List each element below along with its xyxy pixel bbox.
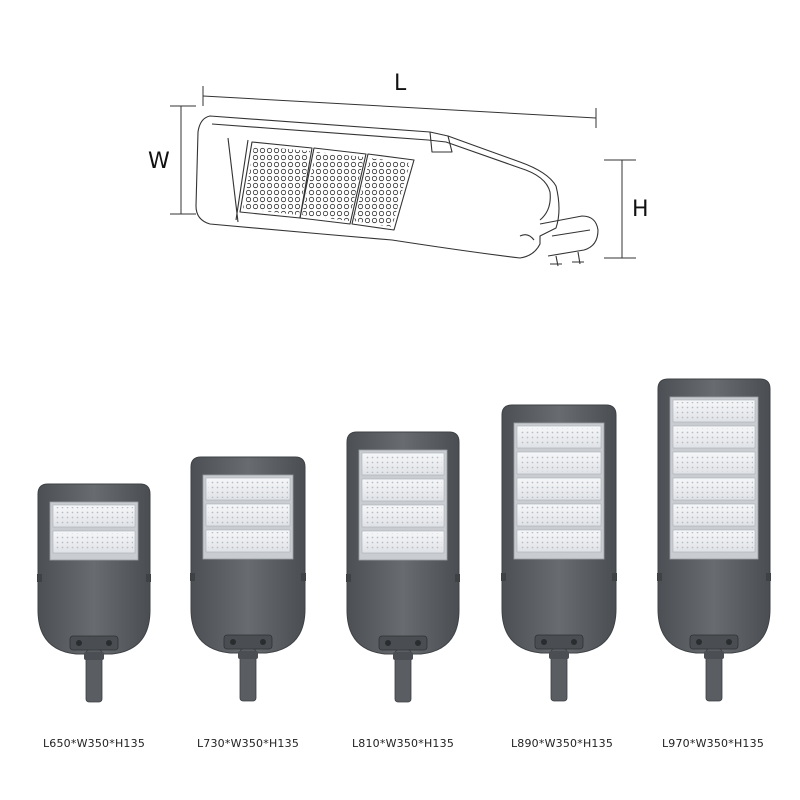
side-notch <box>766 573 771 581</box>
led-array <box>519 454 599 472</box>
luminaire-line-art <box>195 115 599 267</box>
led-array <box>675 402 753 420</box>
model-caption-4: L890*W350*H135 <box>510 737 614 750</box>
height-dimension <box>604 159 636 259</box>
spigot-collar <box>393 652 413 660</box>
spigot-collar <box>549 651 569 659</box>
pole-spigot <box>550 648 568 702</box>
led-array <box>519 506 599 524</box>
pole-spigot <box>85 649 103 703</box>
street-light-3 <box>346 431 460 703</box>
led-array <box>364 455 442 473</box>
model-caption-1: L650*W350*H135 <box>42 737 146 750</box>
side-notch <box>657 573 662 581</box>
length-label: L <box>394 71 407 96</box>
bolt <box>571 639 577 645</box>
side-notch <box>301 573 306 581</box>
side-notch <box>146 574 151 582</box>
street-light-4 <box>501 404 617 702</box>
street-light-2 <box>190 456 306 702</box>
led-array <box>675 506 753 524</box>
led-array <box>675 480 753 498</box>
led-array <box>55 507 133 525</box>
led-array <box>675 454 753 472</box>
pole-spigot <box>705 648 723 702</box>
side-notch <box>455 574 460 582</box>
led-array <box>208 532 288 550</box>
led-array <box>675 428 753 446</box>
side-notch <box>346 574 351 582</box>
dimension-drawing: L W H <box>148 71 649 267</box>
led-array <box>55 533 133 551</box>
bolt <box>696 639 702 645</box>
led-array <box>519 532 599 550</box>
bolt <box>415 640 421 646</box>
led-dot-pattern <box>243 146 410 227</box>
model-caption-3: L810*W350*H135 <box>351 737 455 750</box>
bolt <box>260 639 266 645</box>
bolt <box>726 639 732 645</box>
bolt <box>76 640 82 646</box>
led-array <box>208 506 288 524</box>
model-caption-5: L970*W350*H135 <box>661 737 765 750</box>
led-array <box>519 480 599 498</box>
led-array <box>675 532 753 550</box>
pole-spigot <box>394 649 412 703</box>
bolt <box>106 640 112 646</box>
street-light-1 <box>37 483 151 703</box>
side-notch <box>190 573 195 581</box>
spigot-collar <box>238 651 258 659</box>
spigot-collar <box>84 652 104 660</box>
width-dimension <box>170 105 196 215</box>
bolt <box>385 640 391 646</box>
led-array <box>364 533 442 551</box>
pole-spigot <box>239 648 257 702</box>
width-label: W <box>148 149 170 174</box>
side-notch <box>501 573 506 581</box>
bolt <box>541 639 547 645</box>
led-array <box>519 428 599 446</box>
side-notch <box>612 573 617 581</box>
bolt <box>230 639 236 645</box>
length-dimension <box>202 86 597 128</box>
height-label: H <box>632 197 649 222</box>
led-array <box>364 481 442 499</box>
spigot-collar <box>704 651 724 659</box>
led-array <box>208 480 288 498</box>
product-lineup <box>37 378 771 703</box>
side-notch <box>37 574 42 582</box>
led-array <box>364 507 442 525</box>
street-light-5 <box>657 378 771 702</box>
model-caption-2: L730*W350*H135 <box>196 737 300 750</box>
